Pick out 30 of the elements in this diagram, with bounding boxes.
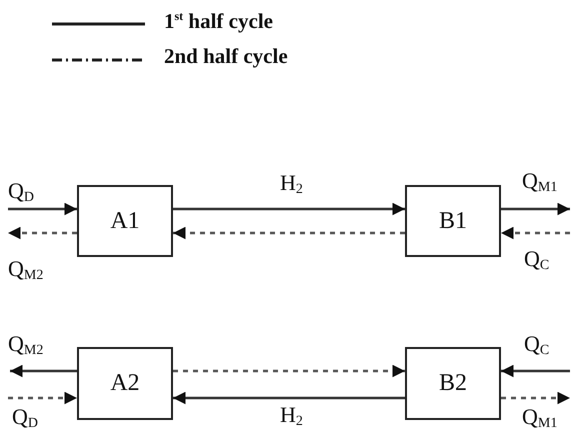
edge-label: Q$_{M1}$	[522, 170, 558, 195]
box-label: A2	[110, 370, 140, 397]
arrow	[501, 226, 570, 240]
edge-label: Q$_{M2}$	[8, 333, 44, 358]
edge-label: Q$_{D}$	[8, 180, 34, 205]
edge-label: Q$_{C}$	[524, 333, 550, 358]
arrow	[173, 202, 405, 216]
edge-label: Q$_{M1}$	[522, 406, 558, 431]
process-box	[405, 185, 501, 257]
arrow	[501, 392, 570, 404]
arrow	[10, 364, 77, 378]
edge-label: Q$_{M2}$	[8, 258, 44, 283]
legend-label: 1$^{st}$ half cycle	[164, 10, 273, 32]
arrow	[173, 392, 405, 404]
process-box	[77, 185, 173, 257]
arrow	[8, 226, 77, 240]
edge-label: Q$_{D}$	[12, 406, 38, 431]
arrow	[8, 202, 77, 216]
box-label: A1	[110, 208, 140, 234]
process-box	[77, 347, 173, 420]
arrow	[173, 364, 405, 378]
box-label: B1	[438, 208, 467, 234]
edge-label: Q$_{C}$	[524, 248, 550, 273]
legend-label: 2nd half cycle	[164, 46, 288, 67]
process-box	[405, 347, 501, 420]
arrow	[173, 226, 405, 240]
arrow	[8, 392, 77, 404]
box-label: B2	[438, 370, 467, 397]
arrow	[501, 202, 570, 216]
arrow	[501, 364, 570, 378]
